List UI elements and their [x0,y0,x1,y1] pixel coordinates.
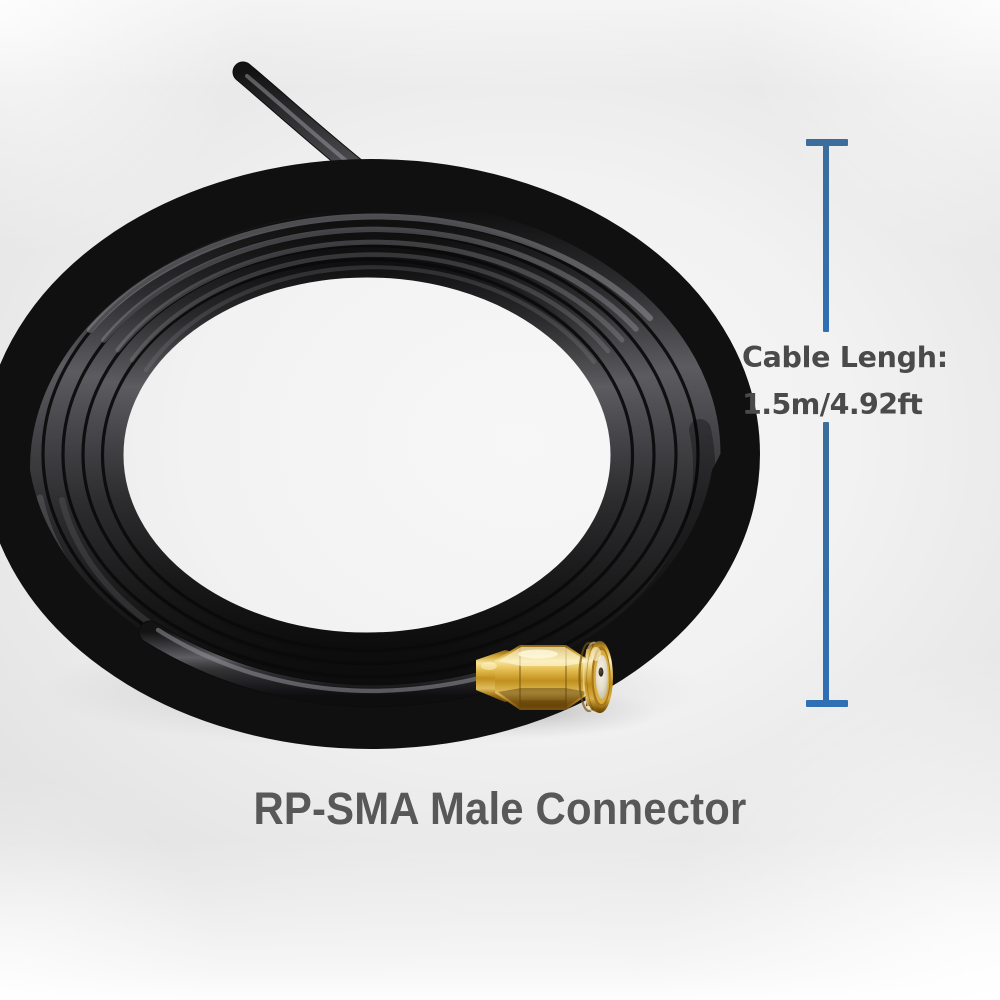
connector-type-caption: RP-SMA Male Connector [253,783,747,834]
cable-length-label-line2: 1.5m/4.92ft [742,388,923,421]
cable-length-label-line1: Cable Lengh: [742,341,948,374]
connector-dielectric-face [595,655,609,699]
rp-sma-male-connector [476,641,613,713]
dimension-line-lower [823,422,829,704]
connector-center-contact-hole [598,667,604,677]
cable-length-label: Cable Lengh: 1.5m/4.92ft [742,334,977,428]
dimension-line-upper [823,142,829,332]
dimension-bottom-cap [806,700,848,707]
